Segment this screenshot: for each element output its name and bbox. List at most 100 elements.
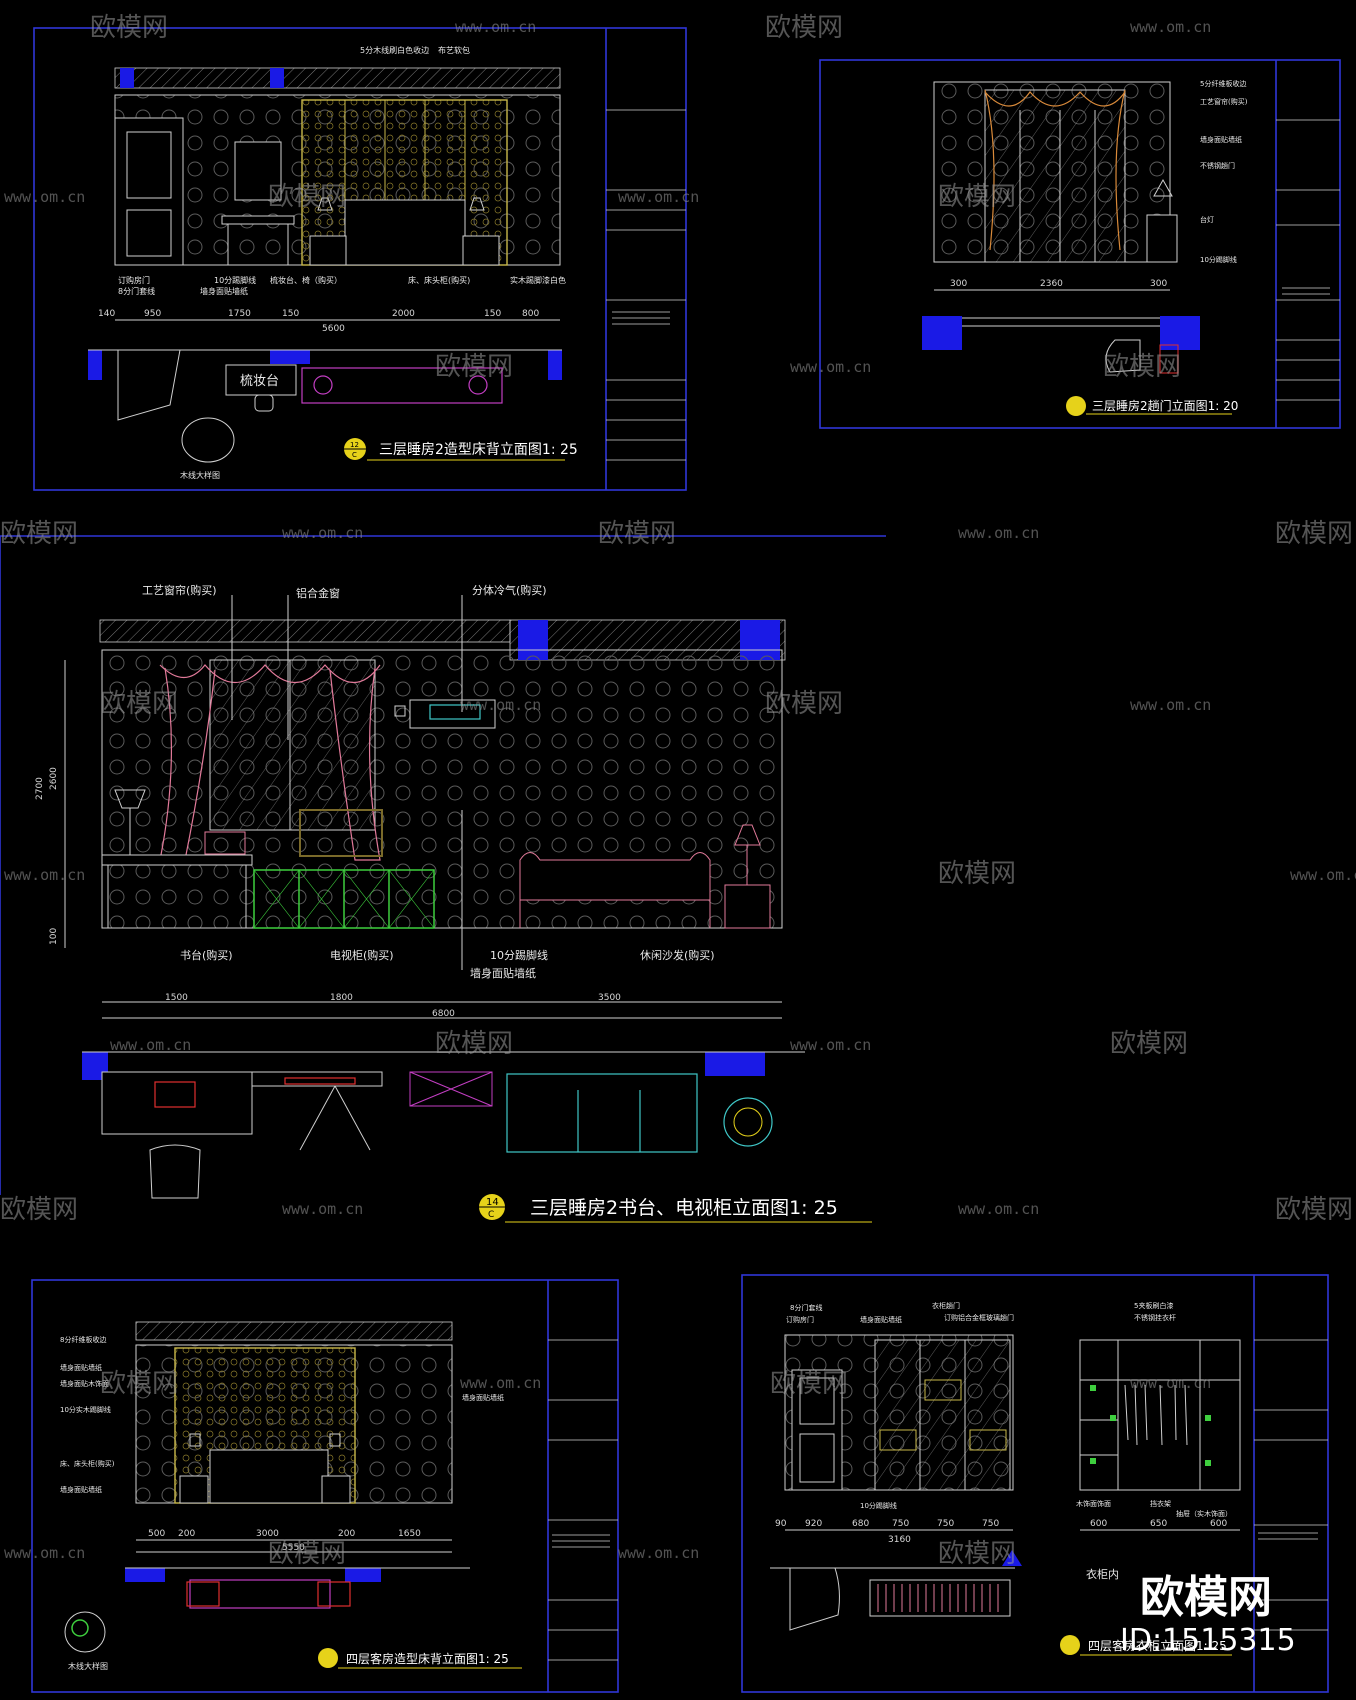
s5-caption: 衣柜内 xyxy=(1086,1567,1119,1581)
brand-id: ID:1515315 xyxy=(1120,1623,1296,1658)
sheet2-plan-wall-right xyxy=(1160,316,1200,350)
sheet3-ceiling xyxy=(99,619,511,643)
s4-label-1: 墙身面贴墙纸 xyxy=(60,1363,102,1372)
s1-label-top-a: 5分木线刷白色收边 xyxy=(360,45,429,55)
watermark-url: www.om.cn xyxy=(110,1036,191,1054)
s2-label-0: 5分纤维板收边 xyxy=(1200,79,1246,88)
s5-dim-5: 750 xyxy=(982,1519,999,1529)
sheet5-frame xyxy=(741,1274,1329,1693)
watermark-logo: 欧模网 xyxy=(765,689,843,719)
watermark-url: www.om.cn xyxy=(1290,866,1356,884)
sheet3-curtain-right xyxy=(329,667,381,861)
watermark-layer: 欧模网 欧模网 www.om.cn www.om.cn www.om.cn 欧模… xyxy=(0,13,1356,1569)
s2-label-1: 工艺窗帘(购买) xyxy=(1200,97,1248,106)
sheet1-lamp-left xyxy=(317,197,333,211)
s1-dim-total: 5600 xyxy=(322,324,345,334)
sheet4-nightstand-left xyxy=(179,1475,209,1504)
s2-label-2: 墙身面贴墙纸 xyxy=(1200,135,1242,144)
s1-badge-top: 12 xyxy=(350,441,359,449)
watermark-url: www.om.cn xyxy=(282,1200,363,1218)
s3-label-ac: 分体冷气(购买) xyxy=(472,583,547,597)
watermark-logo: 欧模网 xyxy=(1275,1195,1353,1225)
sheet5-badge xyxy=(1060,1635,1080,1655)
watermark-url: www.om.cn xyxy=(958,524,1039,542)
sheet1-frame xyxy=(33,27,687,491)
watermark-url: www.om.cn xyxy=(1130,696,1211,714)
watermark-url: www.om.cn xyxy=(4,866,85,884)
s4-dim-4: 1650 xyxy=(398,1529,421,1539)
s5-dim-2: 680 xyxy=(852,1519,869,1529)
s2-label-5: 10分踢脚线 xyxy=(1200,255,1237,264)
s2-label-4: 台灯 xyxy=(1200,215,1214,224)
sheet4-plan-bed xyxy=(189,1579,331,1609)
s5-dim-total: 3160 xyxy=(888,1535,911,1545)
watermark-logo: 欧模网 xyxy=(435,352,513,382)
s5-label-6: 5夹板刷白漆 xyxy=(1134,1301,1173,1310)
s3-label-tv: 电视柜(购买) xyxy=(330,948,394,962)
s5-label-4: 订购铝合金框玻璃趟门 xyxy=(944,1313,1014,1322)
sheet2-curtains xyxy=(984,89,1126,251)
s3-label-skirting: 10分踢脚线 xyxy=(490,948,548,962)
watermark-logo: 欧模网 xyxy=(1103,352,1181,382)
sheet1-titleblock xyxy=(606,109,686,461)
sheet4-badge xyxy=(318,1648,338,1668)
s3-badge-bottom: C xyxy=(488,1210,494,1220)
sheet2-badge xyxy=(1066,396,1086,416)
sheet1-ceiling xyxy=(114,67,561,89)
watermark-logo: 欧模网 xyxy=(268,1539,346,1569)
s3-dim-2: 3500 xyxy=(598,993,621,1003)
s2-label-3: 不锈钢趟门 xyxy=(1200,161,1235,170)
sheet2-titleblock xyxy=(1276,119,1340,401)
sheet3-plan-chair xyxy=(149,1144,201,1199)
sheet1-nightstand-left xyxy=(309,235,347,266)
s3-dim-1: 1800 xyxy=(330,993,353,1003)
watermark-url: www.om.cn xyxy=(618,1544,699,1562)
sheet-desk-tv-elevation-3f xyxy=(0,535,886,1223)
watermark-logo: 欧模网 xyxy=(765,13,843,43)
s1-label-skirting: 10分踢脚线 xyxy=(214,275,256,285)
sheet2-plan-wall-left xyxy=(922,316,962,350)
s3-vdim-0: 2700 xyxy=(35,777,45,800)
s5-label-0: 8分门套线 xyxy=(790,1303,822,1312)
sheet2-sliding-doors xyxy=(984,89,1126,263)
sheet3-logo-watermark xyxy=(299,809,383,857)
s2-title: 三层睡房2趟门立面图1: 20 xyxy=(1092,398,1238,413)
s4-dim-1: 200 xyxy=(178,1529,195,1539)
sheet1-ceiling-beam xyxy=(120,68,134,88)
s4-title: 四层客房造型床背立面图1: 25 xyxy=(346,1651,509,1666)
s1-dim-0: 140 xyxy=(98,309,115,319)
s1-label-door: 订购房门 xyxy=(118,275,150,285)
s1-label-paint: 实木踢脚漆白色 xyxy=(510,275,566,285)
watermark-url: www.om.cn xyxy=(1130,18,1211,36)
s5-label-8: 木饰面饰面 xyxy=(1076,1499,1111,1508)
watermark-logo: 欧模网 xyxy=(90,13,168,43)
s5-dim-0: 90 xyxy=(775,1519,787,1529)
s5-dim-b-1: 650 xyxy=(1150,1519,1167,1529)
watermark-logo: 欧模网 xyxy=(100,689,178,719)
s1-dim-1: 950 xyxy=(144,309,161,319)
s2-dim-1: 2360 xyxy=(1040,279,1063,289)
s5-label-5: 10分踢脚线 xyxy=(860,1501,897,1510)
s1-plan-dresser-label: 梳妆台 xyxy=(240,374,279,389)
sheet5-wardrobe-interior xyxy=(1079,1339,1241,1491)
watermark-url: www.om.cn xyxy=(790,1036,871,1054)
sheet-sliding-door-elevation-3f xyxy=(819,59,1341,429)
sheet2-lamp xyxy=(1153,178,1173,197)
watermark-logo: 欧模网 xyxy=(0,1195,78,1225)
s1-label-dresser: 梳妆台、椅（购买） xyxy=(270,275,342,285)
s5-dim-b-2: 600 xyxy=(1210,1519,1227,1529)
watermark-url: www.om.cn xyxy=(460,696,541,714)
s3-dim-0: 1500 xyxy=(165,993,188,1003)
sheet1-lamp-right xyxy=(469,197,485,211)
s5-label-10: 抽屉（实木饰面） xyxy=(1176,1509,1232,1518)
sheet4-frame xyxy=(31,1279,619,1693)
sheet4-ceiling xyxy=(135,1321,453,1341)
s3-badge-top: 14 xyxy=(486,1197,499,1208)
sheet3-plan-desk xyxy=(101,1071,253,1135)
sheet1-plan-door-swing xyxy=(117,349,181,421)
watermark-logo: 欧模网 xyxy=(268,182,346,212)
sheet1-plan-bed xyxy=(301,367,503,404)
sheet3-plan-sofa xyxy=(506,1073,698,1153)
s2-dim-2: 300 xyxy=(1150,279,1167,289)
